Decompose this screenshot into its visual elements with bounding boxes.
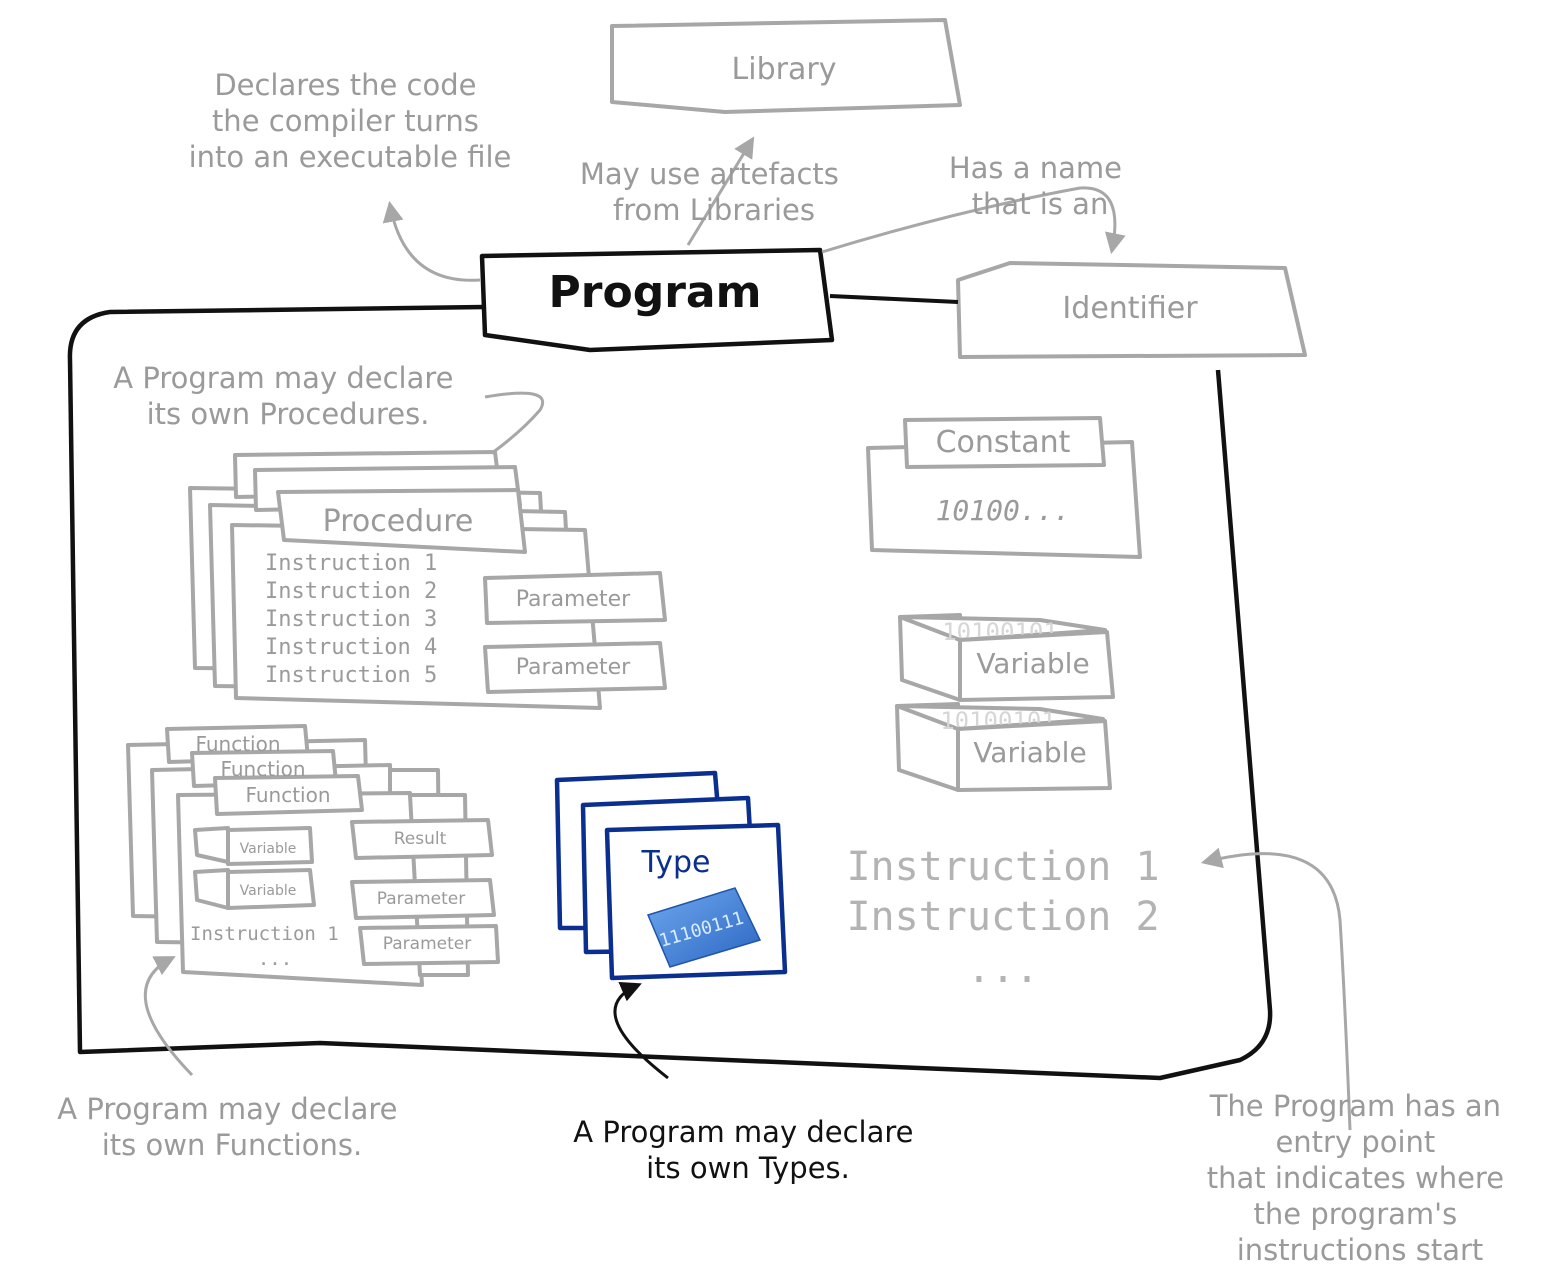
procedure-stack[interactable]: Procedure Instruction 1 Instruction 2 In… [188, 450, 667, 710]
types-note: A Program may declare its own Types. [573, 1115, 922, 1185]
functions-arrow [143, 956, 194, 1077]
main-instruction-2: Instruction 2 [846, 894, 1159, 940]
function-variable-2[interactable]: Variable [193, 868, 316, 910]
constant-value: 10100... [936, 494, 1071, 527]
function-stack[interactable]: Function Function Function Variable Vari… [126, 724, 500, 987]
declares-code-note: Declares the code the compiler turns int… [189, 68, 512, 174]
uses-library-note: May use artefacts from Libraries [580, 157, 848, 227]
variable-label: Variable [240, 883, 297, 899]
parameter-label: Parameter [516, 655, 631, 680]
function-instruction: Instruction 1 [190, 923, 339, 945]
parameter-label: Parameter [383, 934, 471, 954]
function-label: Function [195, 732, 280, 756]
identifier-arrow [821, 186, 1126, 255]
result-label: Result [394, 829, 447, 849]
library-arrow [686, 136, 755, 246]
type-stack[interactable]: Type 11100111 [554, 770, 788, 981]
identifier-node[interactable]: Identifier [956, 261, 1307, 359]
functions-note: A Program may declare its own Functions. [57, 1092, 406, 1162]
program-node[interactable]: Program [479, 247, 835, 353]
type-card-icon: 11100111 [646, 887, 762, 968]
function-parameter-2[interactable]: Parameter [358, 924, 500, 966]
procedures-note: A Program may declare its own Procedures… [113, 361, 462, 431]
program-container [67, 304, 1273, 1081]
variable-label: Variable [240, 841, 297, 857]
function-ellipsis: ... [258, 948, 292, 970]
function-parameter-1[interactable]: Parameter [350, 878, 496, 920]
constant-node[interactable]: Constant 10100... [866, 416, 1142, 559]
entry-point-arrow [1200, 847, 1352, 1131]
parameter-label: Parameter [516, 587, 631, 612]
procedure-label: Procedure [323, 504, 474, 539]
function-label: Function [220, 757, 305, 781]
declares-code-arrow [382, 200, 481, 282]
main-ellipsis: ... [967, 946, 1039, 992]
program-label: Program [549, 267, 762, 318]
has-name-note: Has a name that is an [949, 151, 1131, 221]
main-instruction-1: Instruction 1 [846, 844, 1159, 890]
procedure-instructions: Instruction 1 Instruction 2 Instruction … [265, 551, 450, 688]
variable-label: Variable [973, 736, 1086, 769]
variable-label: Variable [976, 647, 1089, 680]
program-identifier-link [829, 294, 959, 304]
function-result[interactable]: Result [350, 818, 494, 860]
identifier-label: Identifier [1062, 291, 1198, 326]
procedure-parameter-1[interactable]: Parameter [483, 571, 667, 625]
library-label: Library [732, 52, 837, 87]
entry-point-note: The Program has an entry point that indi… [1207, 1089, 1514, 1267]
function-variable-1[interactable]: Variable [193, 826, 314, 866]
library-node[interactable]: Library [610, 18, 962, 114]
parameter-label: Parameter [377, 889, 465, 909]
variable-node-2[interactable]: 10100101 Variable [895, 702, 1112, 792]
constant-label: Constant [936, 425, 1071, 460]
type-label: Type [641, 845, 711, 880]
variable-node-1[interactable]: 10100101 Variable [898, 613, 1115, 702]
function-label: Function [245, 783, 330, 807]
procedure-parameter-2[interactable]: Parameter [483, 641, 667, 694]
main-instructions: Instruction 1 Instruction 2 ... [846, 844, 1159, 992]
types-arrow [613, 982, 669, 1080]
